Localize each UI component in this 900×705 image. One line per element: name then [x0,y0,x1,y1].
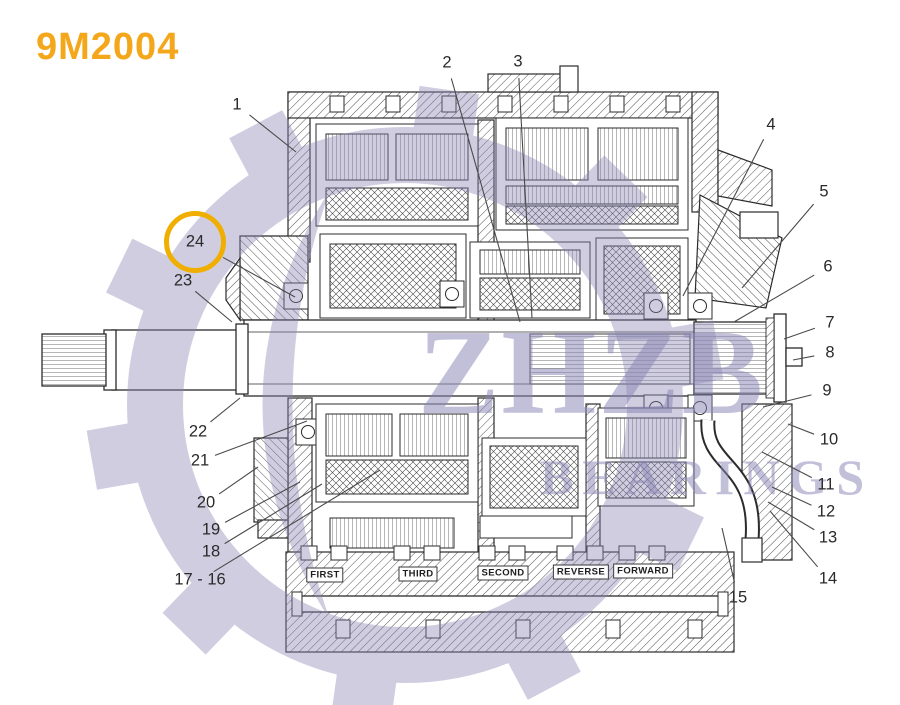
clutch-pack [605,417,687,459]
valve-body-details [291,545,729,639]
highlight-circle-24 [164,211,226,273]
clutch-pack [325,413,393,457]
valve-rail [297,595,723,613]
gear-teeth [325,459,469,495]
tube-end-fitting [741,537,763,563]
ball-bearing [687,292,713,320]
part-number: 9M2004 [36,26,180,68]
output-coupling-splines [693,321,775,395]
ball-bearing [439,280,465,308]
shaft-stub [479,515,573,539]
shaft-collar [235,323,249,395]
housing-right-step [717,149,773,207]
gear-teeth [603,245,681,315]
lower-foot [257,519,289,539]
splined-input-end [41,333,107,387]
coil-spring [479,249,581,275]
top-stud [559,65,579,93]
return-spring [505,185,679,205]
retainer-lip [225,256,241,322]
gear-teeth [479,277,581,311]
clutch-pack [399,413,469,457]
planetary-gears [329,243,457,309]
clutch-pack [505,127,589,181]
gear-teeth [325,187,469,221]
flange-boss [739,211,779,239]
housing-top-boss [487,73,571,93]
upper-clutch-assemblies [315,117,689,323]
flange-bolt [785,347,803,367]
lower-gear-assemblies [315,403,695,549]
lower-retainer [253,437,289,523]
gear-teeth [605,461,687,499]
output-flange [773,313,787,403]
clutch-pack [395,133,469,181]
gear-teeth [489,445,579,509]
clutch-pack [325,133,389,181]
gear-teeth [505,205,679,225]
retaining-ring [765,317,775,399]
countershaft-gear [329,517,455,549]
shaft-splines-mid [529,333,691,385]
housing-right-wall-upper [691,91,719,213]
input-shaft [41,313,803,403]
shaft-front-section [111,329,247,391]
clutch-pack [597,127,679,181]
oil-pickup-tube [700,419,763,563]
ball-bearing [283,282,309,310]
ball-bearing [643,292,669,320]
